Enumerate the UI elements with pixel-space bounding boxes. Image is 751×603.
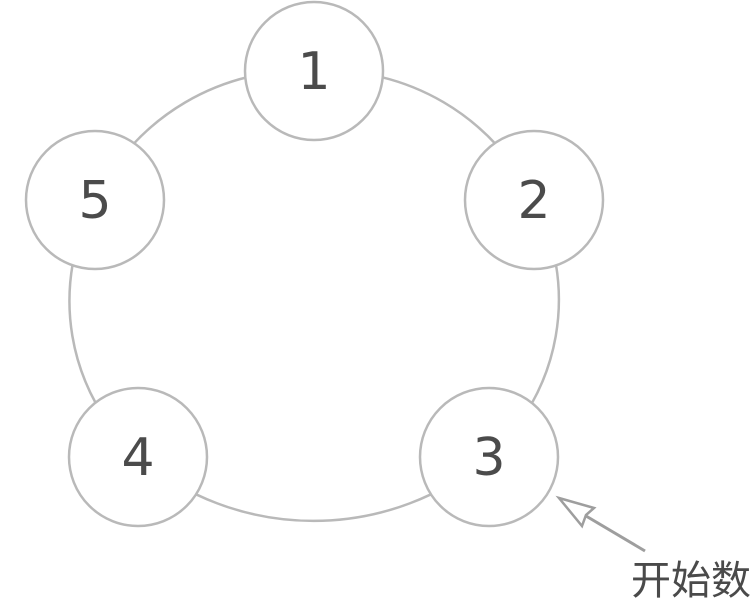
node-5-circle [24,129,166,271]
node-3-circle [418,386,560,528]
arrow-head-icon [555,495,597,529]
node-3: 3 [418,386,560,528]
node-5: 5 [24,129,166,271]
node-4-label: 4 [121,428,154,488]
node-2-label: 2 [517,171,550,231]
node-4: 4 [67,386,209,528]
node-2: 2 [463,129,605,271]
start-pointer-arrow [555,495,646,553]
node-2-circle [463,129,605,271]
node-1: 1 [243,0,385,142]
arrow-tail-line [585,514,646,553]
node-5-label: 5 [78,171,111,231]
node-4-circle [67,386,209,528]
node-3-label: 3 [472,428,505,488]
start-annotation-label: 开始数 [631,558,751,603]
node-1-circle [243,0,385,142]
node-1-label: 1 [297,42,330,102]
